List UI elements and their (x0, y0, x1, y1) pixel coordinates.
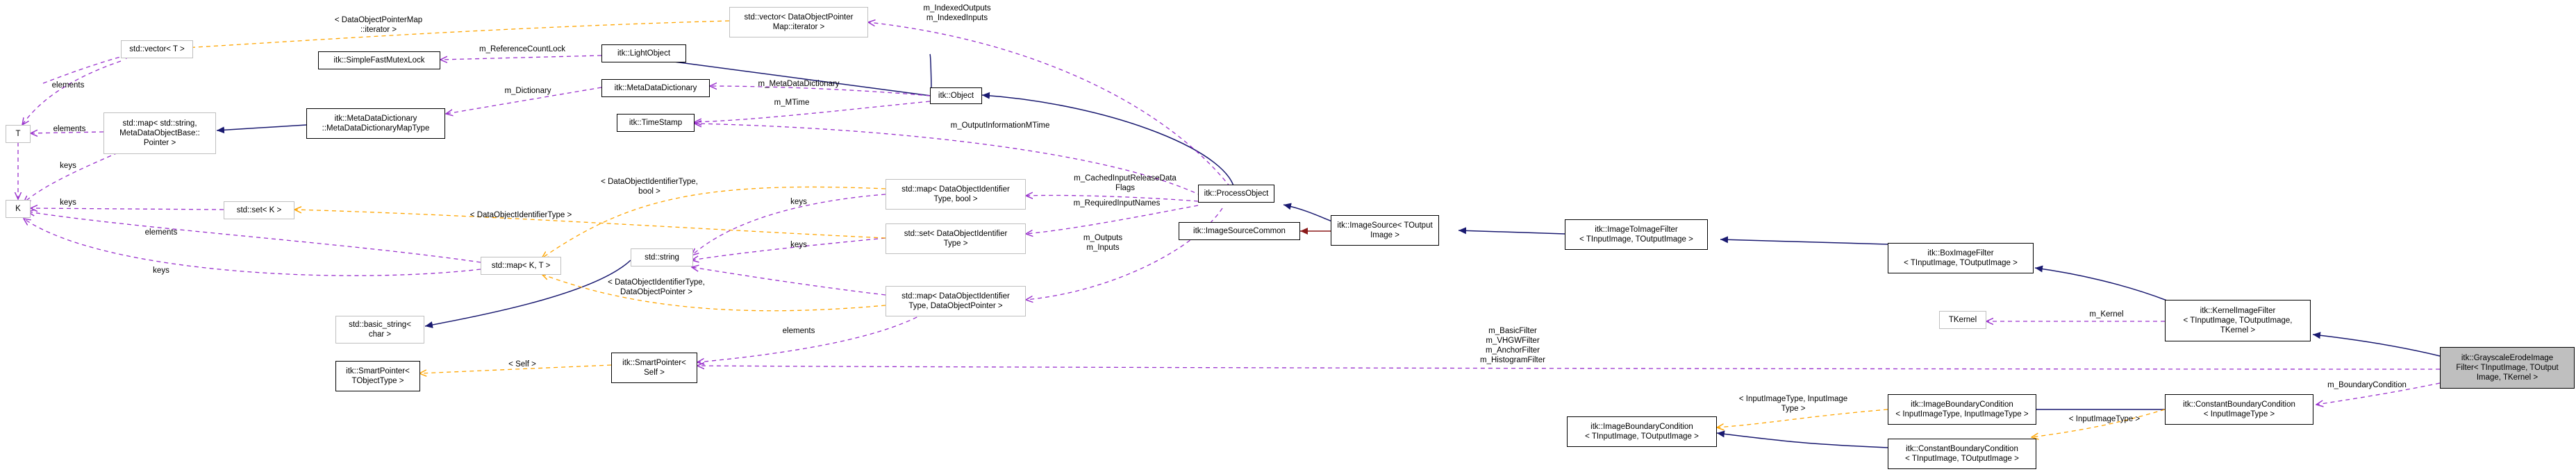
edge-use-setdoid-processobject (1026, 205, 1199, 234)
node-map-doid-dop[interactable]: std::map< DataObjectIdentifier Type, Dat… (886, 286, 1026, 316)
edge-label: keys (60, 162, 76, 170)
edge-label: < DataObjectIdentifierType > (470, 211, 572, 219)
edge-tpl-mapdoidbool-mapkt (542, 186, 886, 258)
edge-label: < InputImageType, InputImage Type > (1738, 395, 1848, 413)
edge-label: m_ReferenceCountLock (479, 45, 566, 53)
node-image-boundary-inst[interactable]: itk::ImageBoundaryCondition < InputImage… (1888, 394, 2036, 425)
edge-use-mapstringdob-k (24, 152, 119, 203)
node-set-doid[interactable]: std::set< DataObjectIdentifier Type > (886, 223, 1026, 254)
edge-use-vectordopm-processobject (868, 22, 1236, 194)
node-map-string-dob[interactable]: std::map< std::string, MetaDataObjectBas… (103, 112, 216, 154)
edge-use-metadict-object (710, 86, 931, 96)
edge-inherit-kernel-focus (2312, 332, 2441, 357)
edge-label: keys (790, 198, 807, 206)
edge-inherit-string-basicstring (424, 260, 631, 328)
edge-label: elements (51, 81, 85, 90)
node-smartptr-self[interactable]: itk::SmartPointer< Self > (611, 353, 697, 383)
node-smartptr-object[interactable]: itk::SmartPointer< TObjectType > (335, 361, 420, 391)
node-image-source-common[interactable]: itk::ImageSourceCommon (1179, 222, 1300, 240)
edge-use-metadictmap-metadict (446, 87, 602, 114)
edge-use-setdoid-string (692, 237, 886, 260)
node-constant-boundary[interactable]: itk::ConstantBoundaryCondition < TInputI… (1888, 439, 2036, 469)
edge-label: m_Outputs m_Inputs (1083, 234, 1123, 252)
edge-use-mapdoidbool-processobject (1026, 195, 1199, 202)
node-simple-mutex[interactable]: itk::SimpleFastMutexLock (318, 51, 440, 69)
edge-label: elements (144, 228, 178, 237)
edge-label: m_BasicFilter m_VHGWFilter m_AnchorFilte… (1480, 327, 1545, 364)
node-k[interactable]: K (6, 200, 31, 218)
edge-use-timestamp-processobject (695, 124, 1202, 196)
edge-label: < DataObjectIdentifierType, bool > (601, 178, 698, 196)
edge-use-setk-k (31, 208, 224, 210)
edge-label: m_MTime (774, 99, 810, 107)
edge-label: m_BoundaryCondition (2327, 381, 2407, 389)
node-image-boundary[interactable]: itk::ImageBoundaryCondition < TInputImag… (1567, 416, 1717, 447)
edge-use-smartptr-focus (697, 366, 2441, 370)
node-image-to-image[interactable]: itk::ImageToImageFilter < TInputImage, T… (1565, 219, 1708, 250)
node-light-object[interactable]: itk::LightObject (601, 44, 686, 62)
node-vector-dopm[interactable]: std::vector< DataObjectPointer Map::iter… (729, 7, 868, 37)
edge-label: elements (53, 125, 86, 133)
edge-tpl-smartptrself-smartptrobject (419, 364, 612, 373)
edge-label: < Self > (508, 360, 536, 369)
edge-use-mapdoiddop-smartptr (697, 313, 924, 362)
edge-label: keys (790, 241, 807, 249)
edge-inherit-constantboundary-imageboundary (1716, 430, 1888, 448)
edge-label: m_CachedInputReleaseData Flags (1074, 174, 1177, 192)
edge-tpl-setdoid-setk (294, 210, 886, 239)
edge-inherit-box-kernel (2034, 265, 2168, 301)
node-basic-string[interactable]: std::basic_string< char > (335, 316, 424, 344)
node-map-doid-bool[interactable]: std::map< DataObjectIdentifier Type, boo… (886, 179, 1026, 210)
node-t[interactable]: T (6, 125, 31, 143)
edge-label: m_Kernel (2089, 310, 2124, 319)
edge-use-timestamp-object (695, 101, 931, 122)
edge-label: keys (153, 266, 169, 275)
node-grayscale-erode-filter[interactable]: itk::GrayscaleErodeImage Filter< TInputI… (2440, 347, 2575, 389)
edge-inherit-mapstringdob-metadictmap (216, 124, 307, 134)
node-meta-dict-map[interactable]: itk::MetaDataDictionary ::MetaDataDictio… (306, 108, 445, 139)
edge-use-constantboundaryinst-focus (2316, 382, 2441, 405)
node-process-object[interactable]: itk::ProcessObject (1198, 185, 1274, 203)
edge-use-mutex-lightobject (440, 55, 602, 60)
edge-use-t-vector (42, 54, 132, 84)
node-kernel-filter[interactable]: itk::KernelImageFilter < TInputImage, TO… (2165, 300, 2311, 341)
node-map-kt[interactable]: std::map< K, T > (481, 257, 561, 275)
node-meta-dict[interactable]: itk::MetaDataDictionary (601, 79, 710, 97)
edge-label: m_Dictionary (504, 87, 551, 95)
edge-label: < DataObjectIdentifierType, DataObjectPo… (608, 278, 705, 296)
node-box-filter[interactable]: itk::BoxImageFilter < TInputImage, TOutp… (1888, 243, 2034, 273)
edge-tpl-constantboundaryinst-constantboundary (2031, 409, 2166, 437)
node-timestamp[interactable]: itk::TimeStamp (617, 114, 695, 132)
edge-inherit-object-processobject (981, 92, 1236, 195)
edge-label: < DataObjectPointerMap ::iterator > (334, 16, 423, 34)
edge-tpl-mapdoiddop-mapkt (542, 274, 886, 312)
node-vector-t[interactable]: std::vector< T > (121, 40, 193, 58)
edge-use-mapkt-k-keys (24, 219, 481, 276)
edge-label: m_RequiredInputNames (1073, 199, 1161, 208)
edge-use-vector-t (22, 60, 122, 125)
edge-label: keys (60, 198, 76, 207)
node-constant-boundary-inst[interactable]: itk::ConstantBoundaryCondition < InputIm… (2165, 394, 2313, 425)
node-object[interactable]: itk::Object (930, 87, 982, 104)
edge-label: m_IndexedOutputs m_IndexedInputs (923, 4, 991, 22)
edge-label: elements (782, 327, 815, 335)
edge-label: < InputImageType > (2068, 415, 2141, 423)
edge-use-mapdoidbool-string (692, 194, 886, 255)
node-string[interactable]: std::string (631, 248, 693, 266)
edge-label: m_OutputInformationMTime (950, 121, 1050, 130)
edge-tpl-vectordopm-vector (172, 20, 730, 49)
edge-use-mapdoiddop-string (692, 267, 886, 296)
edge-inherit-imagesource-imagetoimage (1458, 227, 1565, 235)
node-image-source[interactable]: itk::ImageSource< TOutput Image > (1331, 215, 1439, 246)
node-set-k[interactable]: std::set< K > (224, 201, 294, 219)
edge-label: m_MetaDataDictionary (758, 80, 840, 88)
edge-inherit-processobject-imagesource (1283, 203, 1338, 224)
edge-inherit-imagetoimage-box (1720, 236, 1888, 245)
node-tkernel[interactable]: TKernel (1939, 311, 1986, 329)
